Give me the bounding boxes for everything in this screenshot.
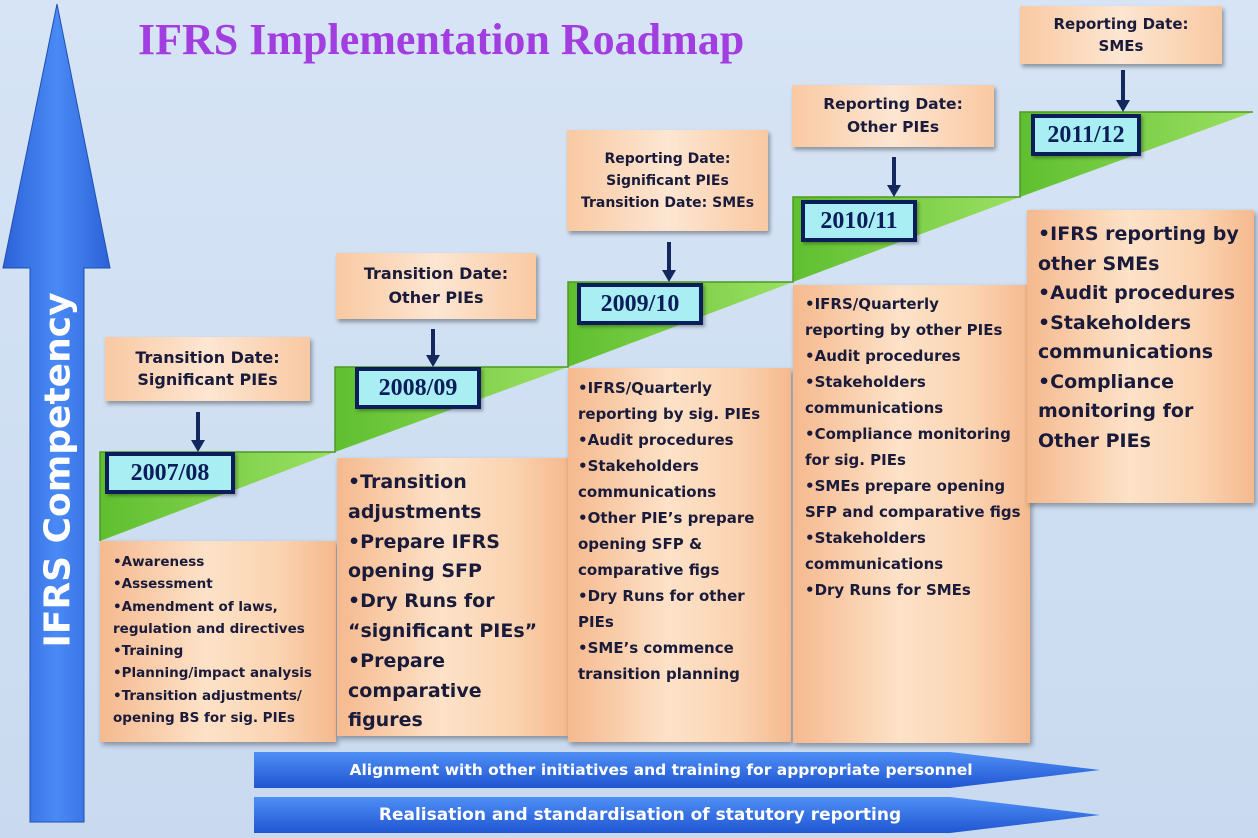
page-title: IFRS Implementation Roadmap — [138, 15, 745, 64]
list-item: •Other PIE’s prepare opening SFP & compa… — [578, 509, 755, 579]
list-item: •SME’s commence transition planning — [578, 639, 740, 683]
banner-alignment-text: Alignment with other initiatives and tra… — [349, 761, 973, 779]
callout-line: Significant PIEs — [606, 172, 729, 189]
callout-line: Other PIEs — [846, 118, 940, 136]
list-item: •Transition adjustments/ opening BS for … — [113, 687, 302, 727]
callout-line: Reporting Date: — [604, 150, 731, 167]
list-item: •Stakeholders communications — [805, 373, 944, 417]
list-item: •Training — [113, 643, 184, 660]
year-label-2011-12: 2011/12 — [1031, 114, 1141, 156]
banner-alignment — [254, 752, 1100, 788]
list-item: •Prepare comparative figures — [348, 649, 482, 732]
callout-2008-09: Transition Date: Other PIEs — [336, 253, 536, 319]
list-item: •Assessment — [113, 576, 213, 593]
callout-2009-10: Reporting Date: Significant PIEs Transit… — [567, 130, 768, 231]
banner-realisation-text: Realisation and standardisation of statu… — [378, 805, 902, 825]
stage-panel-2008-09: •Transition adjustments •Prepare IFRS op… — [337, 458, 568, 736]
down-arrow — [662, 242, 676, 282]
list-item: •Compliance monitoring for Other PIEs — [1038, 370, 1194, 452]
callout-line: Significant PIEs — [137, 370, 278, 389]
stage-panel-2010-11: •IFRS/Quarterly reporting by other PIEs … — [793, 285, 1030, 743]
down-arrow — [887, 157, 901, 197]
list-item: •SMEs prepare opening SFP and comparativ… — [805, 477, 1021, 521]
list-item: •Transition adjustments — [348, 471, 482, 523]
list-item: •IFRS reporting by other SMEs — [1038, 223, 1239, 275]
list-item: •IFRS/Quarterly reporting by sig. PIEs — [578, 379, 761, 423]
list-item: •Dry Runs for SMEs — [805, 581, 971, 599]
callout-2007-08: Transition Date: Significant PIEs — [105, 337, 310, 401]
callout-line: Reporting Date: — [823, 95, 963, 113]
callout-line: Reporting Date: — [1053, 15, 1189, 33]
list-item: •Dry Runs for “significant PIEs” — [348, 590, 538, 642]
list-item: •Stakeholders communications — [1038, 311, 1214, 364]
list-item: •Stakeholders communications — [805, 529, 944, 573]
list-item: •Amendment of laws, regulation and direc… — [113, 598, 305, 637]
list-item: •IFRS/Quarterly reporting by other PIEs — [805, 295, 1003, 339]
callout-line: Other PIEs — [388, 288, 484, 307]
callout-line: Transition Date: — [363, 264, 509, 283]
list-item: •Awareness — [113, 554, 205, 570]
stage-panel-2011-12: •IFRS reporting by other SMEs •Audit pro… — [1027, 210, 1254, 503]
list-item: •Audit procedures — [805, 347, 961, 365]
list-item: •Audit procedures — [578, 431, 734, 449]
year-label-2007-08: 2007/08 — [105, 452, 235, 494]
stage-panel-2007-08: •Awareness •Assessment •Amendment of law… — [100, 541, 336, 742]
list-item: •Dry Runs for other PIEs — [578, 587, 745, 631]
down-arrow — [191, 412, 205, 452]
list-item: •Prepare IFRS opening SFP — [348, 530, 500, 583]
list-item: •Planning/impact analysis — [113, 665, 312, 682]
callout-2011-12: Reporting Date: SMEs — [1020, 6, 1222, 64]
list-item: •Compliance monitoring for sig. PIEs — [805, 425, 1011, 469]
callout-2010-11: Reporting Date: Other PIEs — [792, 85, 994, 147]
down-arrow — [426, 329, 440, 367]
year-label-2009-10: 2009/10 — [577, 283, 703, 325]
competency-arrow — [2, 3, 111, 823]
year-label-2010-11: 2010/11 — [801, 200, 917, 242]
callout-line: SMEs — [1098, 37, 1144, 55]
list-item: •Stakeholders communications — [578, 457, 717, 501]
list-item: •Audit procedures — [1038, 282, 1236, 304]
banner-realisation — [254, 797, 1100, 833]
callout-line: Transition Date: SMEs — [580, 194, 755, 211]
year-label-2008-09: 2008/09 — [355, 367, 481, 409]
down-arrow — [1116, 70, 1130, 112]
callout-line: Transition Date: — [135, 348, 280, 367]
stage-panel-2009-10: •IFRS/Quarterly reporting by sig. PIEs •… — [568, 368, 791, 742]
